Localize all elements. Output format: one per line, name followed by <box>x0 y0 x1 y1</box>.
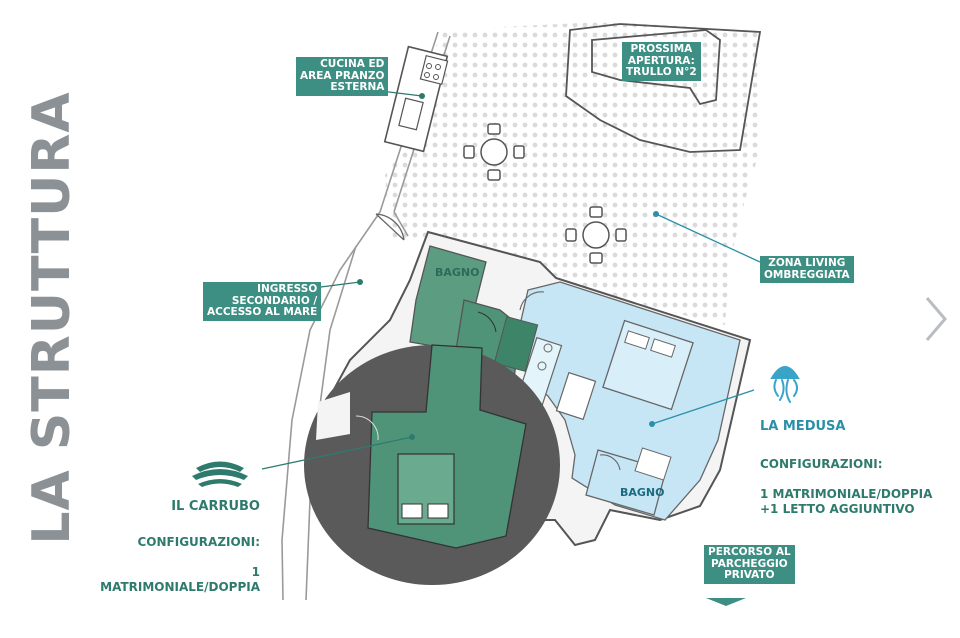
label-zona-living: ZONA LIVING OMBREGGIATA <box>760 256 854 283</box>
jellyfish-icon <box>770 366 800 403</box>
label-percorso: PERCORSO AL PARCHEGGIO PRIVATO <box>704 545 795 584</box>
carrubo-name: IL CARRUBO <box>171 499 260 514</box>
medusa-config-title: CONFIGURAZIONI: <box>760 457 883 471</box>
carrubo-config-lines: 1 MATRIMONIALE/DOPPIA <box>100 565 260 594</box>
carrubo-info: IL CARRUBO CONFIGURAZIONI: 1 MATRIMONIAL… <box>96 484 260 610</box>
percorso-pointer <box>706 598 746 606</box>
label-prossima-apertura: PROSSIMA APERTURA: TRULLO N°2 <box>622 42 701 81</box>
room-bagno-carrubo: BAGNO <box>435 266 480 279</box>
outdoor-kitchen <box>383 45 449 153</box>
trullo-2-outline <box>565 23 762 153</box>
carrubo-config-title: CONFIGURAZIONI: <box>137 535 260 549</box>
outdoor-table-2 <box>565 206 627 264</box>
outdoor-table-1 <box>463 123 525 181</box>
medusa-config-lines: 1 MATRIMONIALE/DOPPIA +1 LETTO AGGIUNTIV… <box>760 487 933 516</box>
room-bagno-medusa: BAGNO <box>620 486 665 499</box>
garden-dotted-area <box>385 22 760 325</box>
medusa-name: LA MEDUSA <box>760 419 846 434</box>
trullo-carrubo <box>304 344 560 585</box>
gate <box>375 213 405 241</box>
page-title: LA STRUTTURA <box>22 91 82 545</box>
label-ingresso: INGRESSO SECONDARIO / ACCESSO AL MARE <box>203 282 322 321</box>
carob-tree-icon <box>192 461 248 487</box>
medusa-info: LA MEDUSA CONFIGURAZIONI: 1 MATRIMONIALE… <box>760 404 932 532</box>
label-cucina: CUCINA ED AREA PRANZO ESTERNA <box>296 57 389 96</box>
chevron-right-icon[interactable] <box>922 294 950 344</box>
medusa-apartment <box>515 281 741 521</box>
